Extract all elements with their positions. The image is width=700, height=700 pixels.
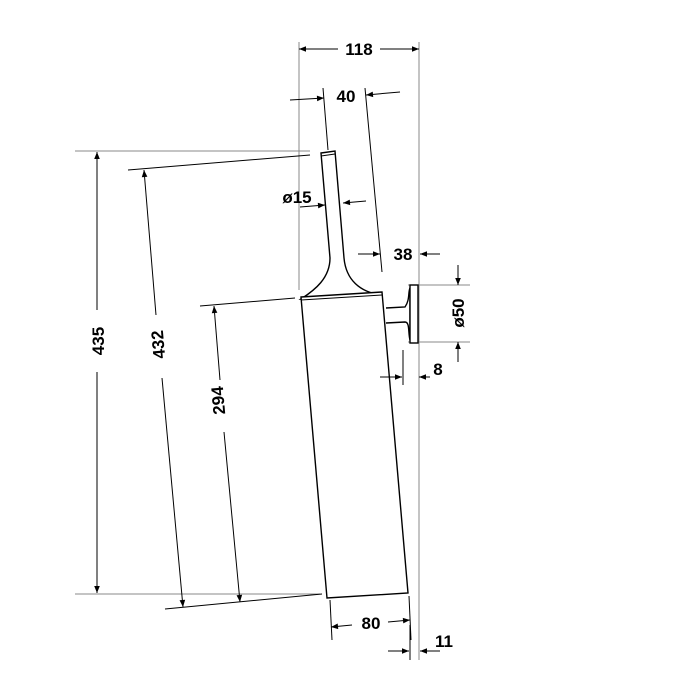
dimension-118: 118 — [299, 40, 419, 59]
dimension-435: 435 — [89, 152, 108, 593]
extension-lines — [75, 42, 470, 660]
label-38: 38 — [394, 245, 413, 264]
dimension-dia50: ø50 — [449, 265, 468, 362]
label-dia15: ø15 — [282, 188, 311, 207]
label-118: 118 — [345, 40, 372, 59]
dimension-38: 38 — [358, 245, 440, 264]
label-294: 294 — [208, 385, 229, 415]
label-40: 40 — [337, 87, 356, 106]
dimension-dia15: ø15 — [282, 188, 367, 209]
label-432: 432 — [148, 330, 169, 360]
dimension-11: 11 — [388, 632, 453, 654]
brush-handle — [298, 150, 382, 300]
dimension-80: 80 — [330, 614, 411, 633]
wall-mount — [385, 284, 419, 344]
dimension-294: 294 — [208, 305, 243, 603]
label-dia50: ø50 — [449, 298, 468, 327]
brush-container — [300, 291, 409, 599]
label-80: 80 — [362, 614, 381, 633]
dimension-8: 8 — [380, 360, 443, 380]
label-8: 8 — [433, 360, 442, 379]
tilted-extension-lines — [127, 87, 412, 660]
dimension-40: 40 — [289, 87, 401, 106]
label-435: 435 — [89, 327, 108, 355]
dimension-432: 432 — [141, 169, 186, 608]
label-11: 11 — [435, 632, 453, 651]
